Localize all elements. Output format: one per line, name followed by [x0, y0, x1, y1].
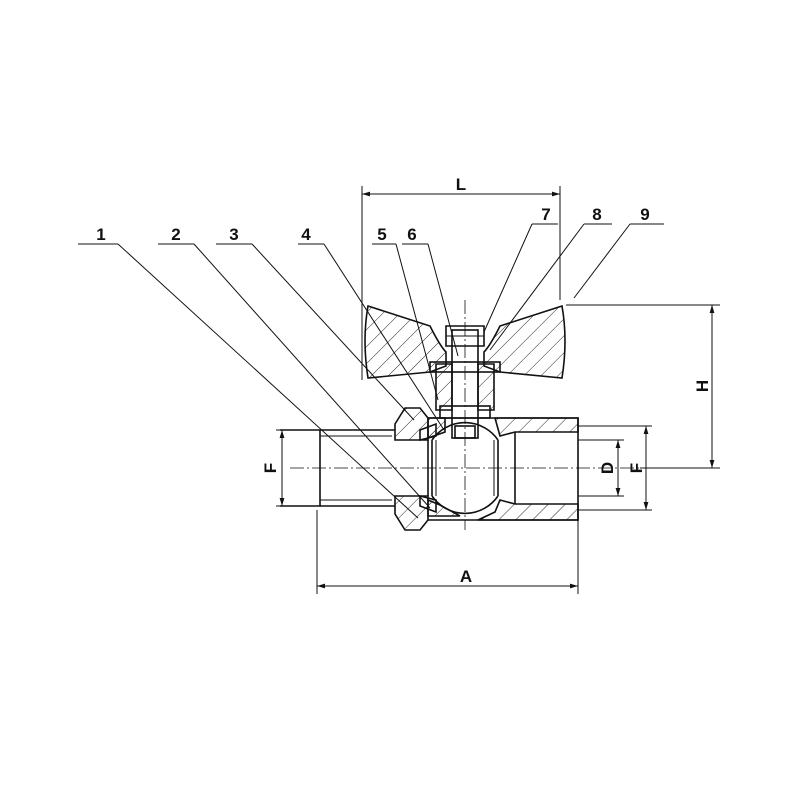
callout-6: 6 [402, 225, 459, 357]
callout-8: 8 [489, 205, 612, 351]
callout-number: 6 [407, 225, 416, 244]
callout-1: 1 [78, 225, 419, 519]
dimension-l: L [361, 175, 561, 380]
dimension-f-right: F [578, 425, 652, 511]
callout-number: 4 [301, 225, 311, 244]
dimension-label-h: H [693, 380, 712, 392]
callout-4: 4 [298, 225, 445, 431]
dimension-label-f-left: F [261, 463, 280, 473]
dimension-h: H [566, 304, 720, 469]
callout-number: 3 [229, 225, 238, 244]
dimension-label-a: A [460, 567, 472, 586]
callout-number: 2 [171, 225, 180, 244]
callout-9: 9 [573, 205, 664, 299]
dimension-label-l: L [456, 175, 466, 194]
dimension-f-left: F [261, 429, 320, 507]
dimension-label-f-right: F [627, 463, 646, 473]
dimension-d: D [578, 439, 624, 497]
callout-number: 1 [96, 225, 105, 244]
callout-2: 2 [158, 225, 431, 509]
callout-3: 3 [216, 225, 415, 421]
callout-number: 7 [541, 205, 550, 224]
callout-number: 9 [640, 205, 649, 224]
dimension-label-d: D [598, 462, 617, 474]
butterfly-handle [364, 304, 566, 379]
callout-number: 5 [377, 225, 386, 244]
callout-7: 7 [483, 205, 558, 333]
callout-5: 5 [372, 225, 439, 401]
callout-number: 8 [592, 205, 601, 224]
dimension-a: A [316, 510, 579, 594]
